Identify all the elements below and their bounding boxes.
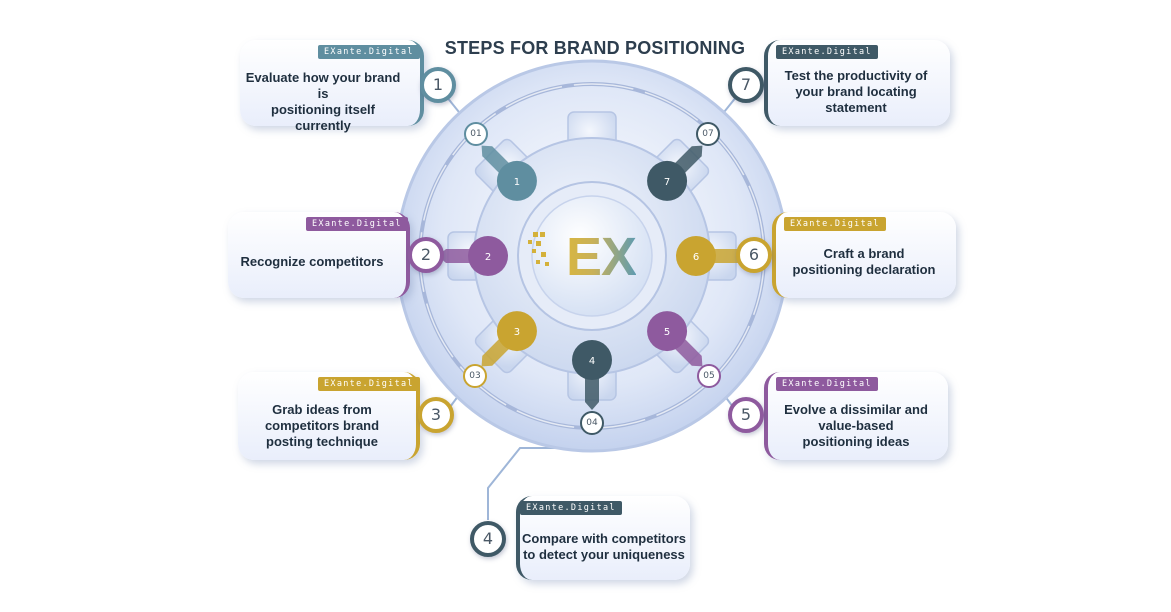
step-text-4: Compare with competitors to detect your …	[522, 531, 686, 562]
hub	[531, 195, 653, 317]
ring-dial-1: 01	[464, 122, 488, 146]
gear-arm-4: 4	[572, 340, 612, 410]
gear-arm-5: 5	[647, 311, 703, 367]
gear-arm-2: 2	[438, 236, 508, 276]
gear-arm-label-5: 5	[664, 327, 670, 338]
logo-text: EX	[565, 227, 637, 287]
step-text-6: Craft a brand positioning declaration	[792, 246, 936, 277]
brand-tag: EXante.Digital	[776, 45, 878, 59]
step-text-5: Evolve a dissimilar and value-based posi…	[784, 402, 928, 449]
brand-tag: EXante.Digital	[318, 45, 420, 59]
gear-arm-1: 1	[481, 145, 537, 201]
step-number-7: 7	[728, 67, 764, 103]
gear-arm-6: 6	[676, 236, 746, 276]
gear-arm-label-6: 6	[693, 252, 699, 263]
brand-tag: EXante.Digital	[520, 501, 622, 515]
step-text-3: Grab ideas from competitors brand postin…	[264, 402, 380, 449]
step-number-2: 2	[408, 237, 444, 273]
gear-arm-label-2: 2	[485, 252, 491, 263]
brand-tag: EXante.Digital	[318, 377, 420, 391]
step-number-5: 5	[728, 397, 764, 433]
logo-pixels	[528, 232, 549, 266]
step-number-1: 1	[420, 67, 456, 103]
gear-arm-label-1: 1	[514, 177, 520, 188]
ring-dial-5: 05	[697, 364, 721, 388]
ring-dial-3: 03	[463, 364, 487, 388]
step-text-1: Evaluate how your brand is positioning i…	[245, 70, 401, 133]
gear-arm-label-7: 7	[664, 177, 670, 188]
gear-arms: 1 2 3 4 5 6 7	[438, 145, 746, 410]
ring-dial-4: 04	[580, 411, 604, 435]
page-title: STEPS FOR BRAND POSITIONING	[444, 38, 746, 58]
step-number-4: 4	[470, 521, 506, 557]
hub-logo: EX	[548, 226, 654, 288]
step-number-3: 3	[418, 397, 454, 433]
brand-tag: EXante.Digital	[306, 217, 408, 231]
gear-arm-3: 3	[481, 311, 537, 367]
step-text-7: Test the productivity of your brand loca…	[784, 68, 928, 115]
step-number-6: 6	[736, 237, 772, 273]
brand-tag: EXante.Digital	[776, 377, 878, 391]
brand-tag: EXante.Digital	[784, 217, 886, 231]
ring-dial-7: 07	[696, 122, 720, 146]
gear-arm-label-4: 4	[589, 356, 595, 367]
gear-arm-label-3: 3	[514, 327, 520, 338]
step-text-2: Recognize competitors	[240, 254, 384, 269]
gear-arm-7: 7	[647, 145, 703, 201]
